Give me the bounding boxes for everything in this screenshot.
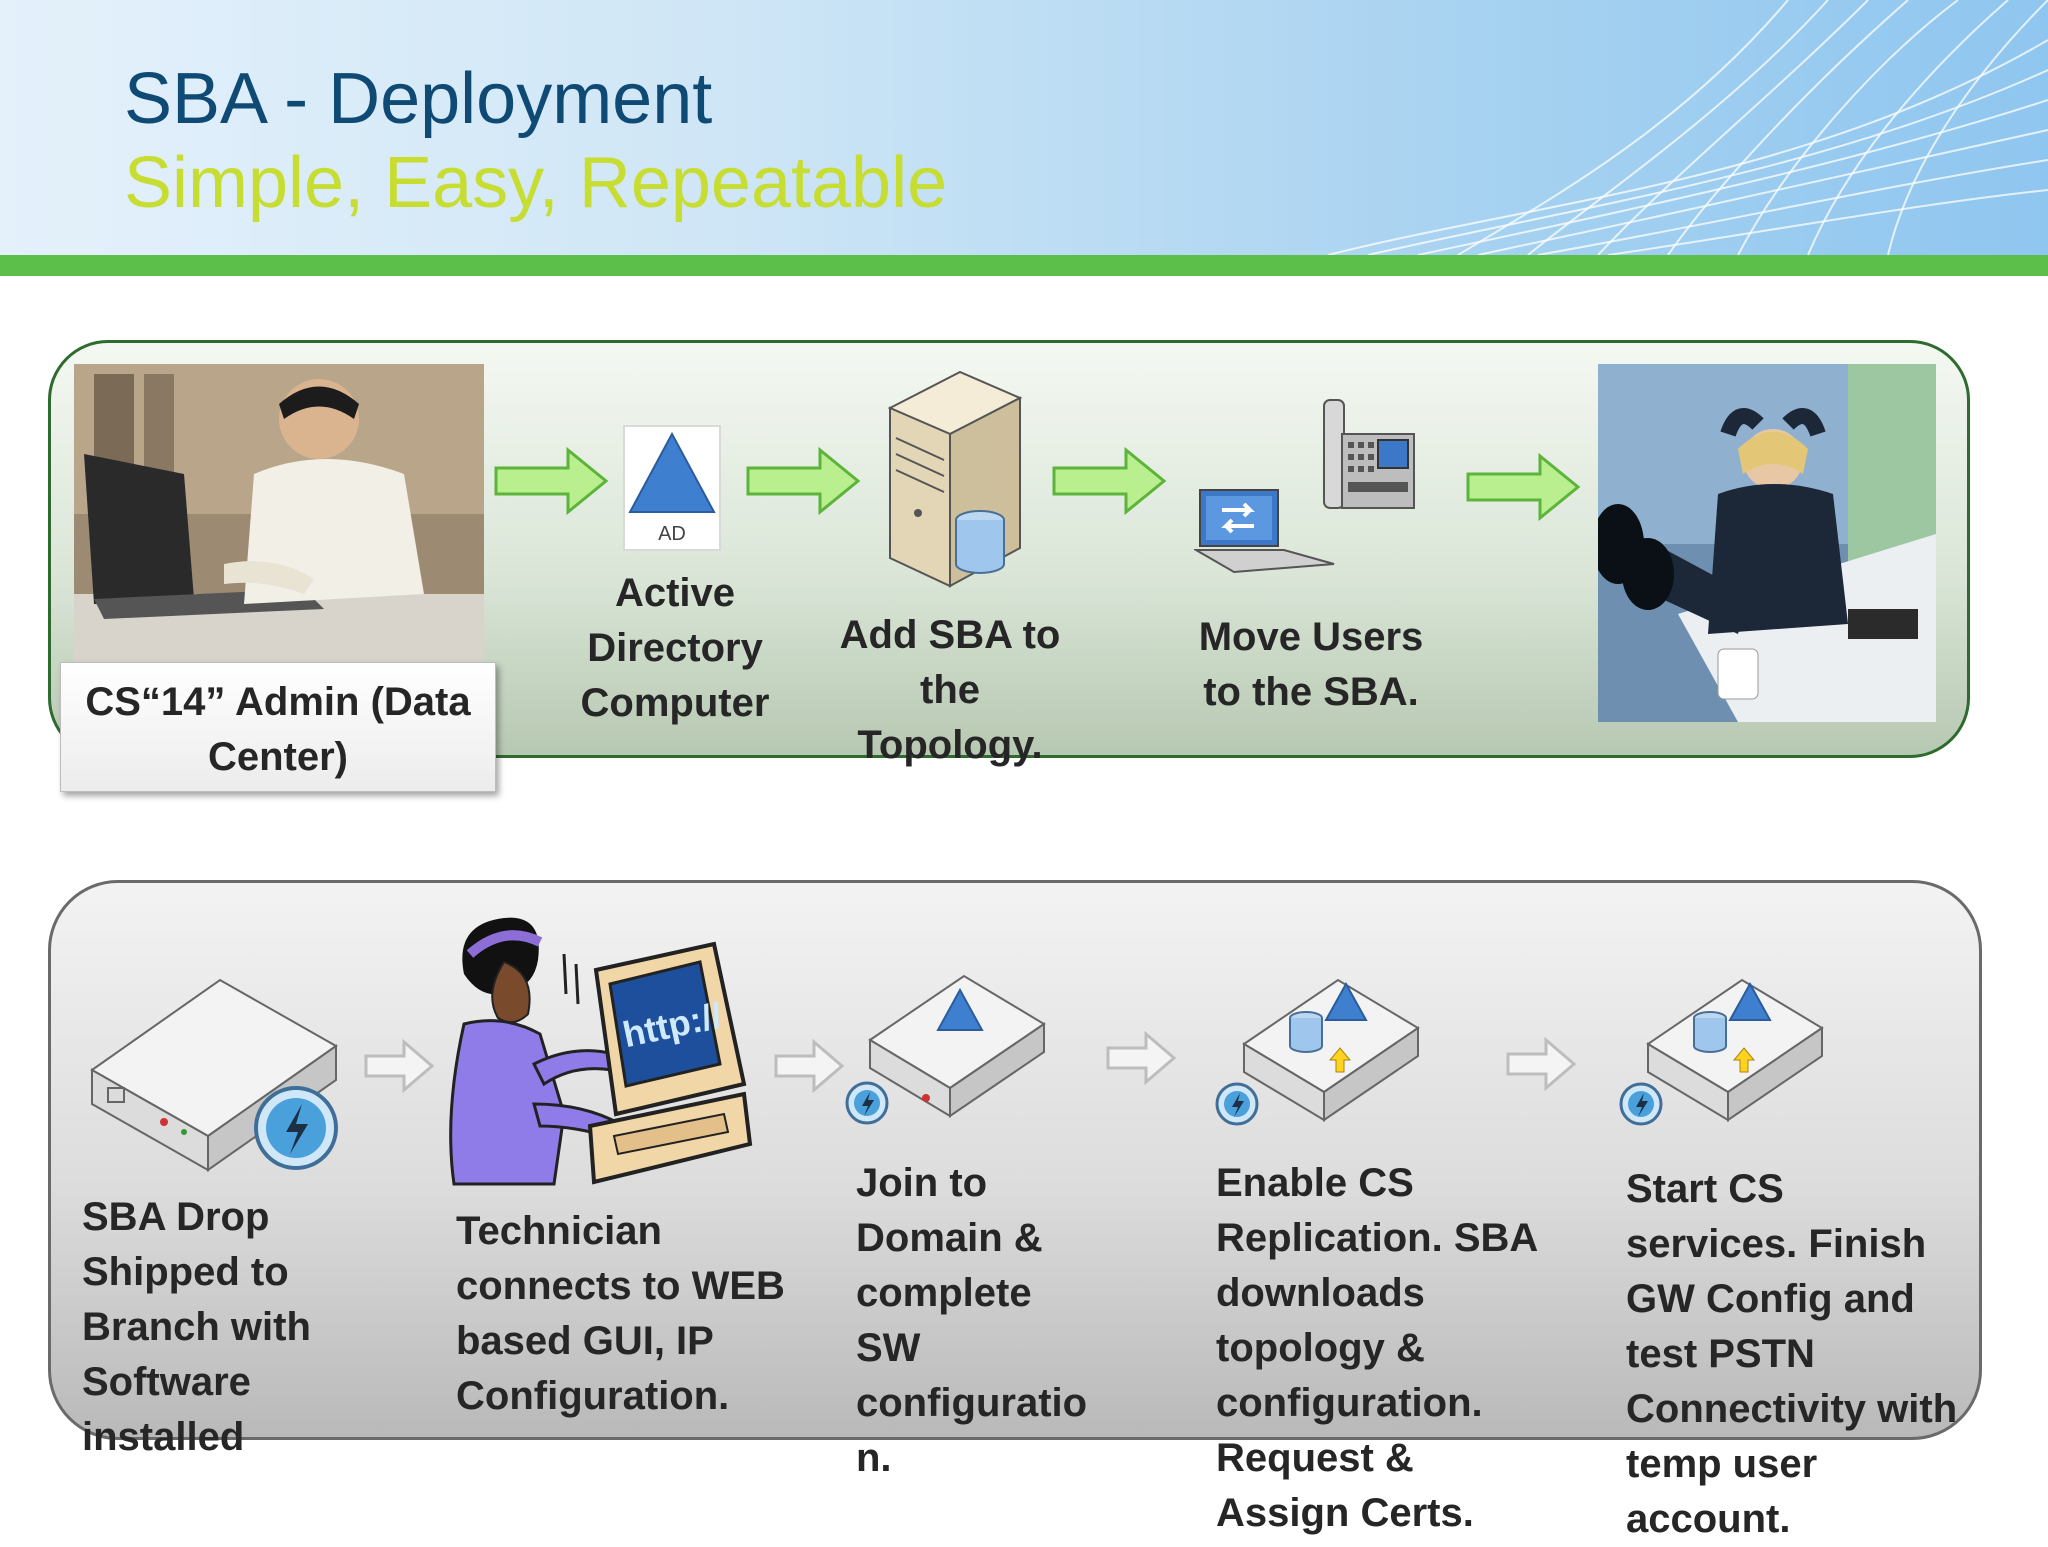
- flow-arrow-icon: [364, 1038, 435, 1094]
- admin-label-box: CS“14” Admin (Data Center): [60, 662, 496, 792]
- flow-arrow-icon: [1052, 446, 1167, 516]
- flow-arrow-icon: [494, 446, 609, 516]
- sba-appliance-icon: [90, 978, 338, 1172]
- wire-mesh-graphic: [1327, 0, 2048, 255]
- admin-photo: [74, 364, 484, 664]
- server-icon: [887, 370, 1023, 588]
- slide-subtitle: Simple, Easy, Repeatable: [124, 143, 948, 223]
- technician-illustration: http://: [449, 917, 753, 1186]
- slide-header: [0, 0, 2048, 255]
- bottom-flow-panel: [48, 880, 1982, 1440]
- flow-arrow-icon: [1506, 1036, 1577, 1092]
- active-directory-icon: AD: [623, 425, 721, 551]
- relaxed-user-photo: [1598, 364, 1936, 722]
- ip-phone-icon: [1323, 399, 1415, 509]
- flow-arrow-icon: [746, 446, 861, 516]
- step-technician-label: Technician connects to WEB based GUI, IP…: [456, 1209, 785, 1418]
- laptop-icon: [1194, 489, 1335, 574]
- header-accent-bar: [0, 255, 2048, 276]
- step-move-users-label: Move Users to the SBA.: [1198, 615, 1424, 714]
- step-start-services-label: Start CS services. Finish GW Config and …: [1626, 1167, 1958, 1541]
- flow-arrow-icon: [774, 1038, 845, 1094]
- step-replication-label: Enable CS Replication. SBA downloads top…: [1216, 1161, 1537, 1535]
- ad-icon-text: AD: [658, 523, 686, 545]
- slide-title: SBA - Deployment: [124, 59, 713, 139]
- replication-appliance-icon: [1215, 978, 1420, 1126]
- step-active-directory-label: Active Directory Computer: [580, 571, 770, 725]
- services-appliance-icon: [1619, 978, 1824, 1126]
- step-join-domain-label: Join to Domain & complete SW configurati…: [856, 1161, 1088, 1480]
- flow-arrow-icon: [1466, 452, 1581, 522]
- step-topology-label: Add SBA to the Topology.: [839, 613, 1061, 767]
- flow-arrow-icon: [1106, 1030, 1177, 1086]
- step-drop-ship-label: SBA Drop Shipped to Branch with Software…: [82, 1195, 311, 1459]
- domain-joined-appliance-icon: [845, 974, 1046, 1125]
